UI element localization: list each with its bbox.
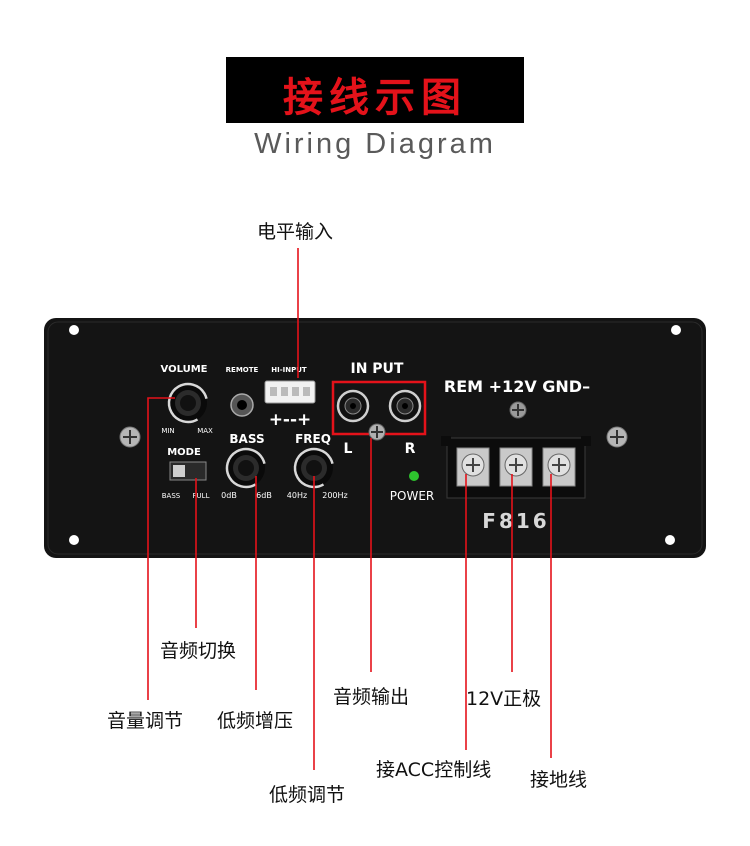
callout-level-input: 电平输入: [257, 221, 334, 243]
terminal-rem[interactable]: [456, 447, 490, 487]
input-screw: [368, 423, 386, 441]
volume-max-label: MAX: [197, 427, 213, 435]
remote-label: REMOTE: [226, 366, 259, 374]
mode-switch[interactable]: [169, 461, 207, 481]
model-label: F816: [482, 509, 549, 533]
mode-label: MODE: [167, 447, 201, 458]
rca-left[interactable]: [336, 389, 370, 423]
leader-lines: [147, 248, 552, 770]
callout-mode-switch: 音频切换: [160, 640, 237, 662]
mount-hole: [671, 325, 681, 335]
callout-acc-control: 接ACC控制线: [376, 759, 492, 781]
mount-hole: [69, 535, 79, 545]
side-screw-right: [606, 426, 628, 448]
callout-bass-boost: 低频增压: [217, 710, 294, 732]
center-screw: [509, 401, 527, 419]
freq-knob[interactable]: [288, 442, 340, 494]
callout-audio-output: 音频输出: [333, 686, 410, 708]
callout-bass-adjust: 低频调节: [269, 784, 346, 806]
remote-jack[interactable]: [230, 393, 254, 417]
rca-right[interactable]: [388, 389, 422, 423]
hi-input-polarity: +--+: [269, 410, 312, 430]
freq-min-label: 40Hz: [287, 491, 307, 500]
mount-hole: [69, 325, 79, 335]
page-subtitle: Wiring Diagram: [254, 128, 496, 160]
volume-label: VOLUME: [161, 364, 208, 375]
leader-volume: [147, 397, 175, 700]
bass-min-label: 0dB: [221, 491, 237, 500]
callout-ground: 接地线: [530, 769, 588, 791]
bass-label: BASS: [229, 432, 264, 446]
hi-input-connector[interactable]: [264, 380, 316, 404]
page-title: 接线示图: [283, 75, 467, 121]
volume-knob[interactable]: [162, 377, 214, 429]
callout-12v-positive: 12V正极: [466, 688, 542, 710]
mount-hole: [665, 535, 675, 545]
left-channel-label: L: [344, 441, 353, 457]
terminal-12v[interactable]: [499, 447, 533, 487]
side-screw-left: [119, 426, 141, 448]
right-channel-label: R: [405, 441, 416, 457]
power-led: [409, 471, 419, 481]
freq-max-label: 200Hz: [322, 491, 347, 500]
terminal-gnd[interactable]: [542, 447, 576, 487]
panel-bevel: [47, 321, 703, 555]
hi-input-label: HI-INPUT: [271, 366, 307, 374]
title-banner: 接线示图: [226, 57, 524, 123]
mode-full-label: FULL: [193, 492, 210, 500]
callout-volume-adjust: 音量调节: [107, 710, 184, 732]
volume-min-label: MIN: [161, 427, 174, 435]
bass-max-label: 6dB: [256, 491, 272, 500]
power-label: POWER: [390, 489, 434, 503]
mode-bass-label: BASS: [162, 492, 181, 500]
input-label: IN PUT: [351, 361, 404, 377]
power-terminal-label: REM +12V GND–: [444, 377, 590, 396]
freq-label: FREQ: [295, 432, 331, 446]
